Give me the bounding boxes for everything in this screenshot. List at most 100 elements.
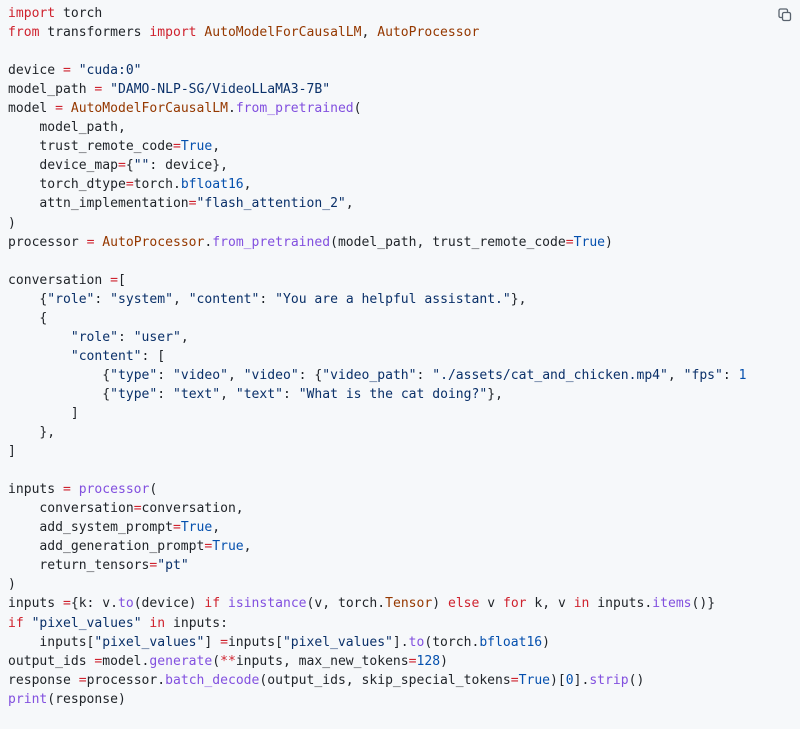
code-token: "video" [243,367,299,383]
code-token: True [180,139,213,155]
code-token [71,482,79,497]
code-token: batch_decode [165,672,260,688]
code-token: "type" [110,386,158,402]
code-token: : [117,329,134,345]
code-line: response =processor.batch_decode(output_… [8,671,800,690]
code-line: device = "cuda:0" [8,61,800,80]
code-token [8,349,71,364]
code-token [63,101,71,116]
code-token: , [180,329,189,345]
code-token: "video" [172,367,228,383]
code-token: ) [432,596,448,612]
code-line: torch_dtype=torch.bfloat16, [8,175,800,194]
code-token: , [243,539,252,555]
code-token: inputs[ [227,634,283,650]
code-token: model_path [8,82,95,98]
code-token: torch [62,6,103,21]
code-token: = [220,634,228,650]
code-token: "What is the cat doing?" [298,386,488,402]
code-token: = [125,177,134,193]
code-token: "You are a helpful assistant." [275,291,511,307]
code-token: = [408,653,417,669]
code-token: import [149,25,205,41]
code-token: inputs [8,482,63,498]
code-token: , [361,25,378,41]
code-token: ] [8,405,79,421]
code-token: conversation [8,501,134,517]
code-line: processor = AutoProcessor.from_pretraine… [8,233,800,252]
code-token: }, [487,386,503,402]
code-token: model. [102,653,150,669]
code-token: ) [440,653,448,669]
code-token: "role" [47,291,95,307]
code-token: return_tensors [8,558,150,574]
code-line: print(response) [8,690,800,709]
code-token: (device) [133,596,205,612]
code-token: in [573,596,590,612]
code-token: = [62,596,71,612]
code-line: add_generation_prompt=True, [8,537,800,556]
code-token: = [188,196,197,212]
code-token: = [149,558,158,574]
code-line: add_system_prompt=True, [8,518,800,537]
code-token: True [518,672,551,688]
code-token: ( [353,101,362,117]
code-token: inputs[ [8,634,95,650]
code-token: { [8,386,111,402]
code-token: }, [510,291,527,307]
code-token: else [447,596,480,612]
code-token: [ [117,272,126,288]
code-token: torch_dtype [8,177,126,193]
code-token: 0 [565,672,574,688]
code-token: "./assets/cat_and_chicken.mp4" [432,367,668,383]
code-token: = [565,234,574,250]
code-token: 128 [416,653,441,669]
code-token: generate [149,653,213,669]
code-token: = [94,653,103,669]
code-token: : [722,367,739,383]
code-token: processor. [86,672,166,688]
code-line: ] [8,404,800,423]
code-token: output_ids [8,653,95,669]
code-token: ) [605,234,613,250]
code-token: isinstance [227,596,307,612]
code-token: = [204,539,213,555]
code-line: }, [8,423,800,442]
code-line: if "pixel_values" in inputs: [8,614,800,633]
code-line: model_path, [8,118,800,137]
code-token: True [180,520,213,536]
code-line: inputs["pixel_values"] =inputs["pixel_va… [8,633,800,652]
code-token: processor [78,482,150,498]
code-token: , [212,139,221,155]
code-token: (output_ids, skip_special_tokens [259,672,511,688]
code-token: Tensor [385,596,433,612]
code-token: to [408,634,425,650]
code-token: "pt" [157,558,189,574]
code-line: return_tensors="pt" [8,556,800,575]
code-token: conversation [8,272,111,288]
code-token: { [8,291,48,307]
code-line: "role": "user", [8,328,800,347]
code-token: = [172,139,181,155]
code-token [71,63,79,78]
code-token: ) [8,215,16,231]
code-line: conversation=conversation, [8,499,800,518]
code-token: "" [133,158,150,174]
code-line: device_map={"": device}, [8,156,800,175]
copy-button[interactable] [774,4,796,26]
code-token: transformers [47,25,150,41]
code-token: . [227,101,236,117]
code-line: ] [8,442,800,461]
code-token: inputs: [172,615,228,631]
code-line: {"role": "system", "content": "You are a… [8,290,800,309]
code-token: processor [8,234,87,250]
code-token: import [8,6,63,21]
code-line: ) [8,214,800,233]
code-token: "content" [188,291,260,307]
code-token: { [8,310,48,326]
code-token: ( [149,482,158,498]
code-token: = [86,234,95,250]
code-token: AutoModelForCausalLM [204,25,362,41]
